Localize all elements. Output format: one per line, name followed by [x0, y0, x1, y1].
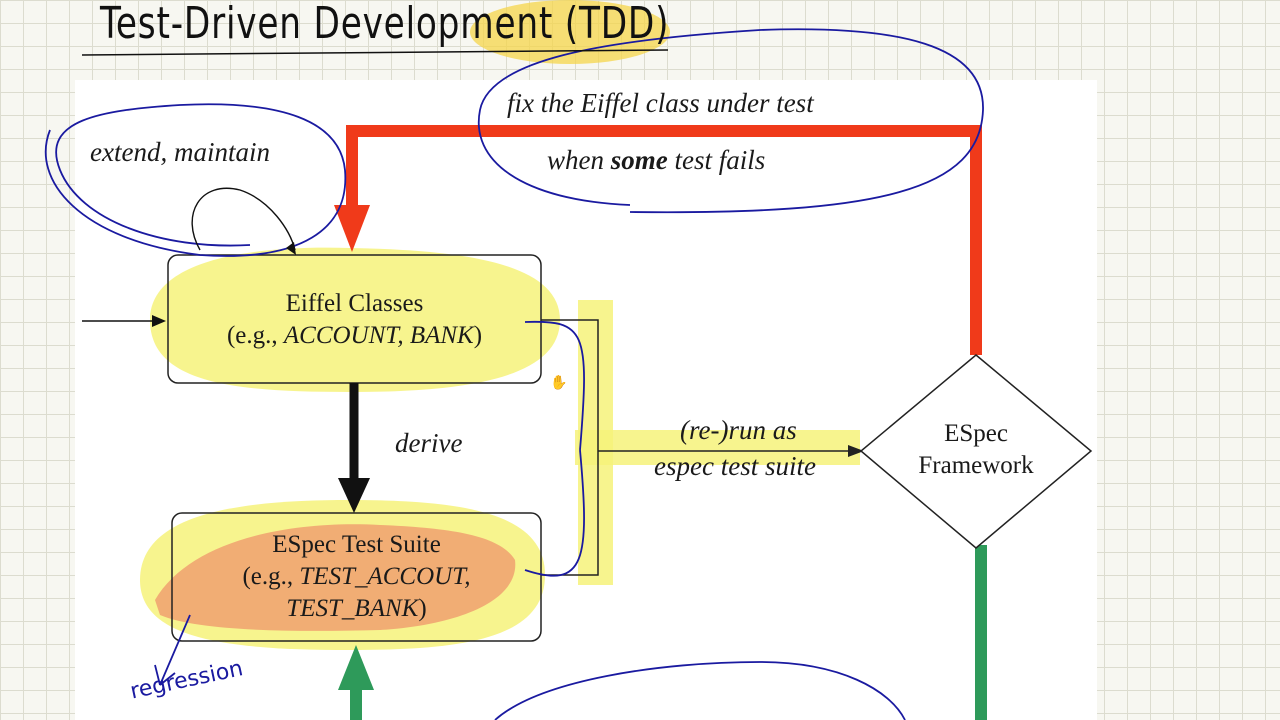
rerun-label-1: (re-)run as — [680, 415, 797, 445]
page-title: Test-Driven Development (TDD) — [100, 0, 670, 49]
derive-arrowhead — [338, 478, 370, 513]
espec-box — [171, 512, 542, 642]
fail-arrowhead — [334, 205, 370, 252]
fail-arrow — [346, 125, 982, 355]
rerun-label-2: espec test suite — [654, 451, 816, 481]
rerun-highlight — [575, 430, 860, 465]
espec-box-text: ESpec Test Suite (e.g., TEST_ACCOUT, TES… — [242, 531, 471, 622]
eiffel-box-text: Eiffel Classes (e.g., ACCOUNT, BANK) — [226, 290, 483, 349]
framework-diamond — [859, 354, 1093, 549]
derive-label: derive — [395, 428, 463, 458]
ink-loop-top — [477, 28, 984, 214]
when-label: when some test fails — [547, 145, 766, 175]
svg-text:✋: ✋ — [550, 374, 567, 391]
pass-arrowhead — [338, 645, 374, 690]
ink-loop-bottom — [494, 661, 906, 720]
framework-text: ESpec Framework — [918, 420, 1034, 479]
fix-label: fix the Eiffel class under test — [507, 88, 814, 118]
ink-loop-left — [44, 103, 347, 257]
eiffel-highlight — [150, 247, 560, 392]
espec-orange-highlight — [155, 524, 516, 631]
connector-line — [541, 319, 599, 576]
title-highlight — [470, 0, 670, 64]
extend-label: extend, maintain — [90, 137, 270, 167]
